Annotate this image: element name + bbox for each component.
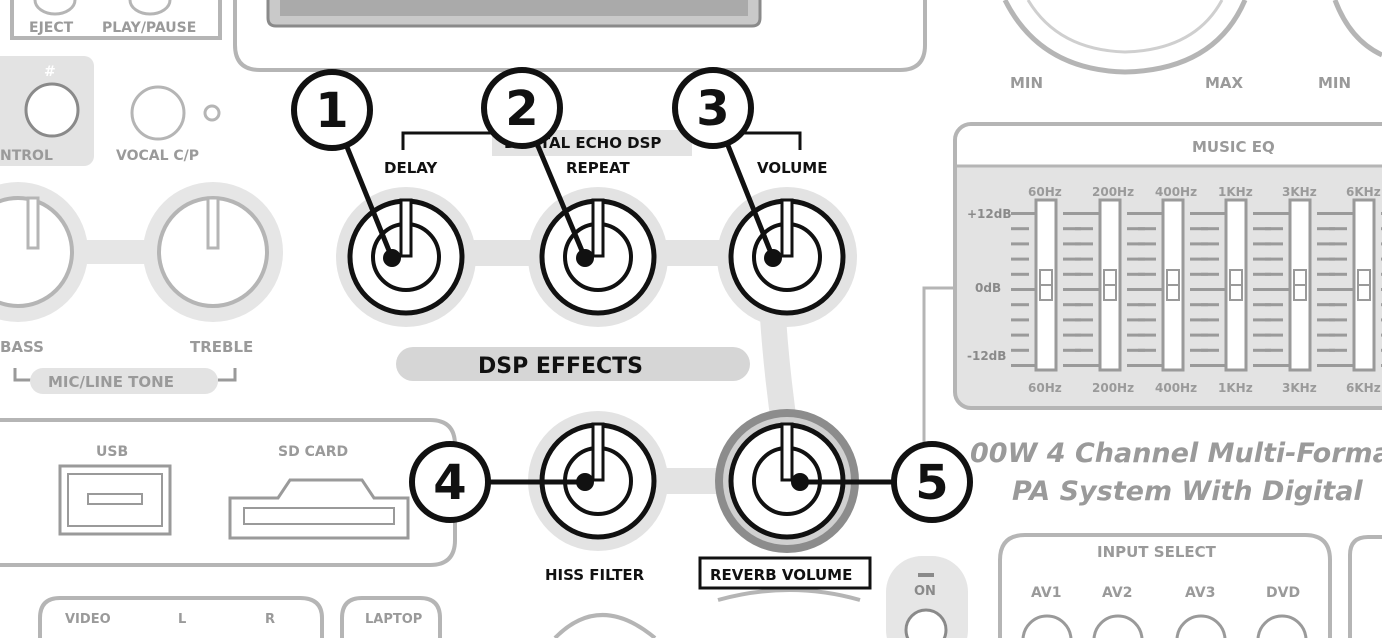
- input-select-item: DVD: [1256, 585, 1308, 638]
- callout-3: [672, 67, 754, 149]
- eject-label: EJECT: [29, 20, 74, 36]
- input-select-label: AV2: [1102, 585, 1132, 601]
- eq-band-label-bottom: 400Hz: [1155, 381, 1197, 395]
- input-select-label: AV3: [1185, 585, 1215, 601]
- delay-label: DELAY: [384, 159, 438, 177]
- input-select-item: AV3: [1175, 585, 1227, 638]
- eq-band-label-top: 200Hz: [1092, 185, 1134, 199]
- play-pause-label: PLAY/PAUSE: [102, 20, 196, 36]
- input-select-label: AV1: [1031, 585, 1061, 601]
- bass-label: BASS: [0, 338, 44, 356]
- top-button-frame: [10, 0, 222, 40]
- tone-group-pill: [30, 368, 218, 394]
- input-select-button: [1175, 614, 1227, 638]
- eq-level-bottom: -12dB: [967, 349, 1006, 363]
- callout-5-number: 5: [915, 455, 948, 511]
- top-button-group: EJECT PLAY/PAUSE: [10, 0, 222, 40]
- callout-4-number: 4: [433, 455, 466, 511]
- sd-card-label: SD CARD: [278, 444, 348, 460]
- input-select-title: INPUT SELECT: [1097, 543, 1217, 561]
- reverb-volume-knob: [715, 409, 859, 553]
- av-inputs: VIDEO L R LAPTOP: [38, 588, 861, 638]
- input-select-item: AV2: [1092, 585, 1144, 638]
- vocal-cp-label: VOCAL C/P: [116, 148, 199, 164]
- power-button: [904, 608, 948, 638]
- min-label-left: MIN: [1010, 74, 1043, 92]
- eq-band-label-bottom: 3KHz: [1282, 381, 1317, 395]
- callout-2: [481, 67, 563, 149]
- media-slots: USB SD CARD: [0, 418, 457, 567]
- r-label: R: [265, 612, 275, 627]
- input-select: INPUT SELECT AV1 AV2 AV3 DVD: [998, 533, 1382, 638]
- hiss-filter-label: HISS FILTER: [545, 566, 645, 584]
- video-label: VIDEO: [65, 612, 111, 627]
- reverb-volume-box: [698, 556, 872, 590]
- eq-band-label-bottom: 200Hz: [1092, 381, 1134, 395]
- callout-1: [291, 69, 373, 151]
- tagline: 00W 4 Channel Multi-Format PA System Wit…: [970, 438, 1382, 507]
- dsp-effects-pill: [396, 347, 750, 381]
- input-select-button: [1021, 614, 1073, 638]
- callout-4: [409, 441, 491, 523]
- repeat-knob: [528, 187, 668, 327]
- eq-band: 1KHz 1KHz: [1201, 185, 1277, 395]
- l-label: L: [178, 612, 186, 627]
- callouts: 1 2 3 4 5: [291, 67, 973, 523]
- music-eq: MUSIC EQ +12dB 0dB -12dB 60Hz60Hz200Hz20…: [922, 122, 1382, 500]
- input-select-label: DVD: [1266, 585, 1300, 601]
- dsp-effects-title: DSP EFFECTS: [478, 354, 643, 379]
- eq-band-label-top: 60Hz: [1028, 185, 1062, 199]
- callout-2-number: 2: [505, 81, 538, 137]
- callout-3-number: 3: [696, 81, 729, 137]
- eq-band: 400Hz 400Hz: [1138, 185, 1214, 395]
- eq-level-mid: 0dB: [975, 281, 1001, 295]
- usb-label: USB: [96, 444, 128, 460]
- volume-knob: [717, 187, 857, 327]
- eq-band-label-bottom: 1KHz: [1218, 381, 1253, 395]
- dsp-section: DIGITAL ECHO DSP DELAY REPEAT VOLUME DSP…: [336, 130, 872, 590]
- max-label: MAX: [1205, 74, 1244, 92]
- min-label-right: MIN: [1318, 74, 1351, 92]
- tone-group-label: MIC/LINE TONE: [48, 373, 174, 391]
- display-window: [233, 0, 927, 72]
- callout-1-number: 1: [315, 83, 348, 139]
- music-eq-title: MUSIC EQ: [1192, 138, 1275, 156]
- input-select-button: [1092, 614, 1144, 638]
- repeat-label: REPEAT: [566, 159, 630, 177]
- master-dials: MIN MAX MIN: [1002, 0, 1382, 92]
- eq-level-top: +12dB: [967, 207, 1012, 221]
- eq-band: 6KHz 6KHz: [1329, 185, 1382, 395]
- vocal-cp-button: [130, 85, 186, 141]
- eq-band-label-top: 3KHz: [1282, 185, 1317, 199]
- hash-label: #: [44, 64, 56, 80]
- eq-sliders: 60Hz 60Hz 200Hz 200Hz 400Hz 400Hz 1KHz 1KHz 3KHz…: [1011, 185, 1382, 395]
- tagline-line2: PA System With Digital: [1012, 476, 1363, 507]
- play-pause-button: [128, 0, 172, 16]
- laptop-label: LAPTOP: [365, 612, 422, 627]
- delay-knob: [336, 187, 476, 327]
- vocal-cp-led: [203, 104, 221, 122]
- reverb-volume-label: REVERB VOLUME: [710, 566, 852, 584]
- power-on-label: ON: [914, 584, 936, 599]
- input-select-items: AV1 AV2 AV3 DVD: [1021, 585, 1308, 638]
- eq-band-label-top: 400Hz: [1155, 185, 1197, 199]
- power-switch: ON: [886, 556, 968, 638]
- mic-section: # NTROL VOCAL C/P BASS TREBLE MIC/LINE T…: [0, 56, 283, 394]
- bass-knob: [0, 196, 74, 308]
- volume-label: VOLUME: [757, 159, 827, 177]
- eq-band: 200Hz 200Hz: [1075, 185, 1151, 395]
- callout-5: [891, 441, 973, 523]
- control-button: [24, 82, 80, 138]
- treble-label: TREBLE: [190, 338, 253, 356]
- eq-band-label-top: 1KHz: [1218, 185, 1253, 199]
- eq-band-label-bottom: 6KHz: [1346, 381, 1381, 395]
- control-label: NTROL: [0, 148, 53, 164]
- eq-band-label-top: 6KHz: [1346, 185, 1381, 199]
- input-select-item: AV1: [1021, 585, 1073, 638]
- tagline-line1: 00W 4 Channel Multi-Format: [970, 438, 1382, 469]
- eject-button: [33, 0, 77, 16]
- input-select-button: [1256, 614, 1308, 638]
- eq-band-label-bottom: 60Hz: [1028, 381, 1062, 395]
